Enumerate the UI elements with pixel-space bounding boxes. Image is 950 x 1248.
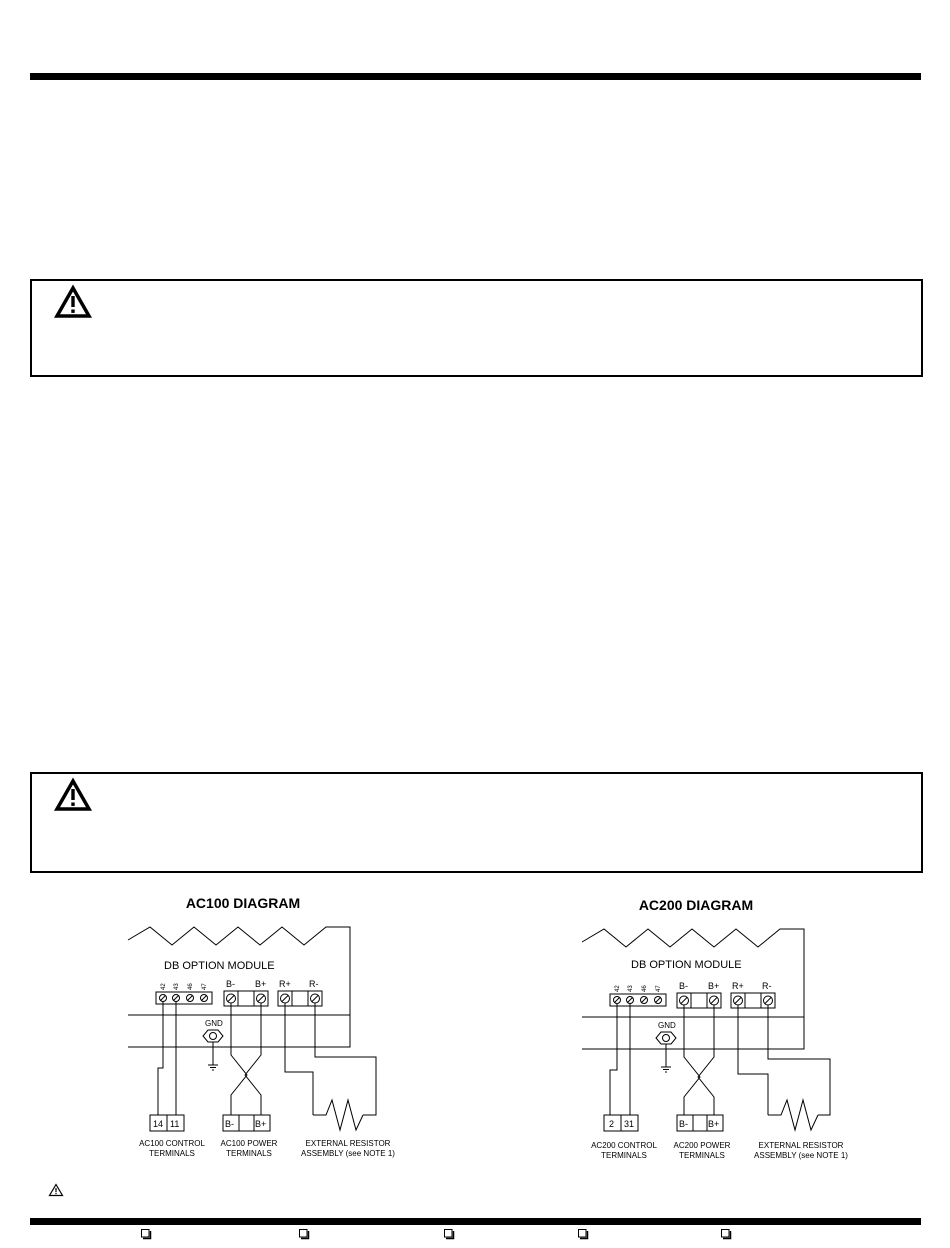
terminal-number: 47 (202, 983, 208, 990)
control-box-label: 14 (153, 1119, 163, 1129)
power-label-bminus: B- (226, 979, 235, 989)
checkbox-icon[interactable] (141, 1229, 152, 1240)
ground-icon (202, 1029, 224, 1071)
power-box-label: B+ (708, 1119, 719, 1129)
power-label-bminus: B- (679, 981, 688, 991)
terminal-number: 46 (642, 985, 648, 992)
power-box-label: B- (225, 1119, 234, 1129)
resistor-caption: EXTERNAL RESISTOR (759, 1141, 844, 1150)
power-label-bplus: B+ (255, 979, 266, 989)
power-box-label: B+ (255, 1119, 266, 1129)
resistor-caption: EXTERNAL RESISTOR (306, 1139, 391, 1148)
warning-triangle-icon (53, 284, 93, 318)
control-box-label: 11 (170, 1119, 179, 1129)
power-box-label: B- (679, 1119, 688, 1129)
resistor-label-rplus: R+ (279, 979, 291, 989)
control-caption: TERMINALS (601, 1151, 647, 1160)
power-caption: AC200 POWER (674, 1141, 731, 1150)
module-label: DB OPTION MODULE (631, 959, 742, 971)
power-caption: TERMINALS (679, 1151, 725, 1160)
terminal-number: 42 (161, 983, 167, 990)
terminal-number: 43 (628, 985, 634, 992)
resistor-label-rminus: R- (762, 981, 772, 991)
power-label-bplus: B+ (708, 981, 719, 991)
terminal-number: 46 (188, 983, 194, 990)
terminal-number: 47 (656, 985, 662, 992)
terminal-number: 43 (174, 983, 180, 990)
terminal-number: 42 (615, 985, 621, 992)
control-box-label: 2 (609, 1119, 614, 1129)
resistor-label-rplus: R+ (732, 981, 744, 991)
top-rule (30, 73, 921, 80)
gnd-label: GND (205, 1019, 223, 1028)
checkbox-icon[interactable] (578, 1229, 589, 1240)
control-box-label: 31 (624, 1119, 634, 1129)
ac200-diagram-title: AC200 DIAGRAM (638, 897, 754, 913)
warning-triangle-icon (48, 1183, 64, 1197)
ground-icon (655, 1031, 677, 1073)
resistor-caption: ASSEMBLY (see NOTE 1) (754, 1151, 848, 1160)
checkbox-icon[interactable] (721, 1229, 732, 1240)
control-terminal-screws (159, 994, 208, 1002)
checkbox-icon[interactable] (299, 1229, 310, 1240)
control-caption: AC100 CONTROL (139, 1139, 205, 1148)
gnd-label: GND (658, 1021, 676, 1030)
control-caption: TERMINALS (149, 1149, 195, 1158)
power-caption: AC100 POWER (221, 1139, 278, 1148)
warning-triangle-icon (53, 777, 93, 811)
ac200-diagram: DB OPTION MODULE 42 43 46 47 B- B+ R (581, 927, 852, 1167)
control-caption: AC200 CONTROL (591, 1141, 657, 1150)
warning-box (30, 279, 923, 377)
bottom-rule (30, 1218, 921, 1225)
ac100-diagram: DB OPTION MODULE 42 43 46 47 B- B+ R (127, 925, 395, 1165)
control-terminal-screws (613, 996, 662, 1004)
resistor-caption: ASSEMBLY (see NOTE 1) (301, 1149, 395, 1158)
resistor-label-rminus: R- (309, 979, 319, 989)
module-label: DB OPTION MODULE (164, 960, 275, 972)
ac100-diagram-title: AC100 DIAGRAM (185, 895, 301, 911)
checkbox-icon[interactable] (444, 1229, 455, 1240)
warning-box (30, 772, 923, 873)
power-caption: TERMINALS (226, 1149, 272, 1158)
